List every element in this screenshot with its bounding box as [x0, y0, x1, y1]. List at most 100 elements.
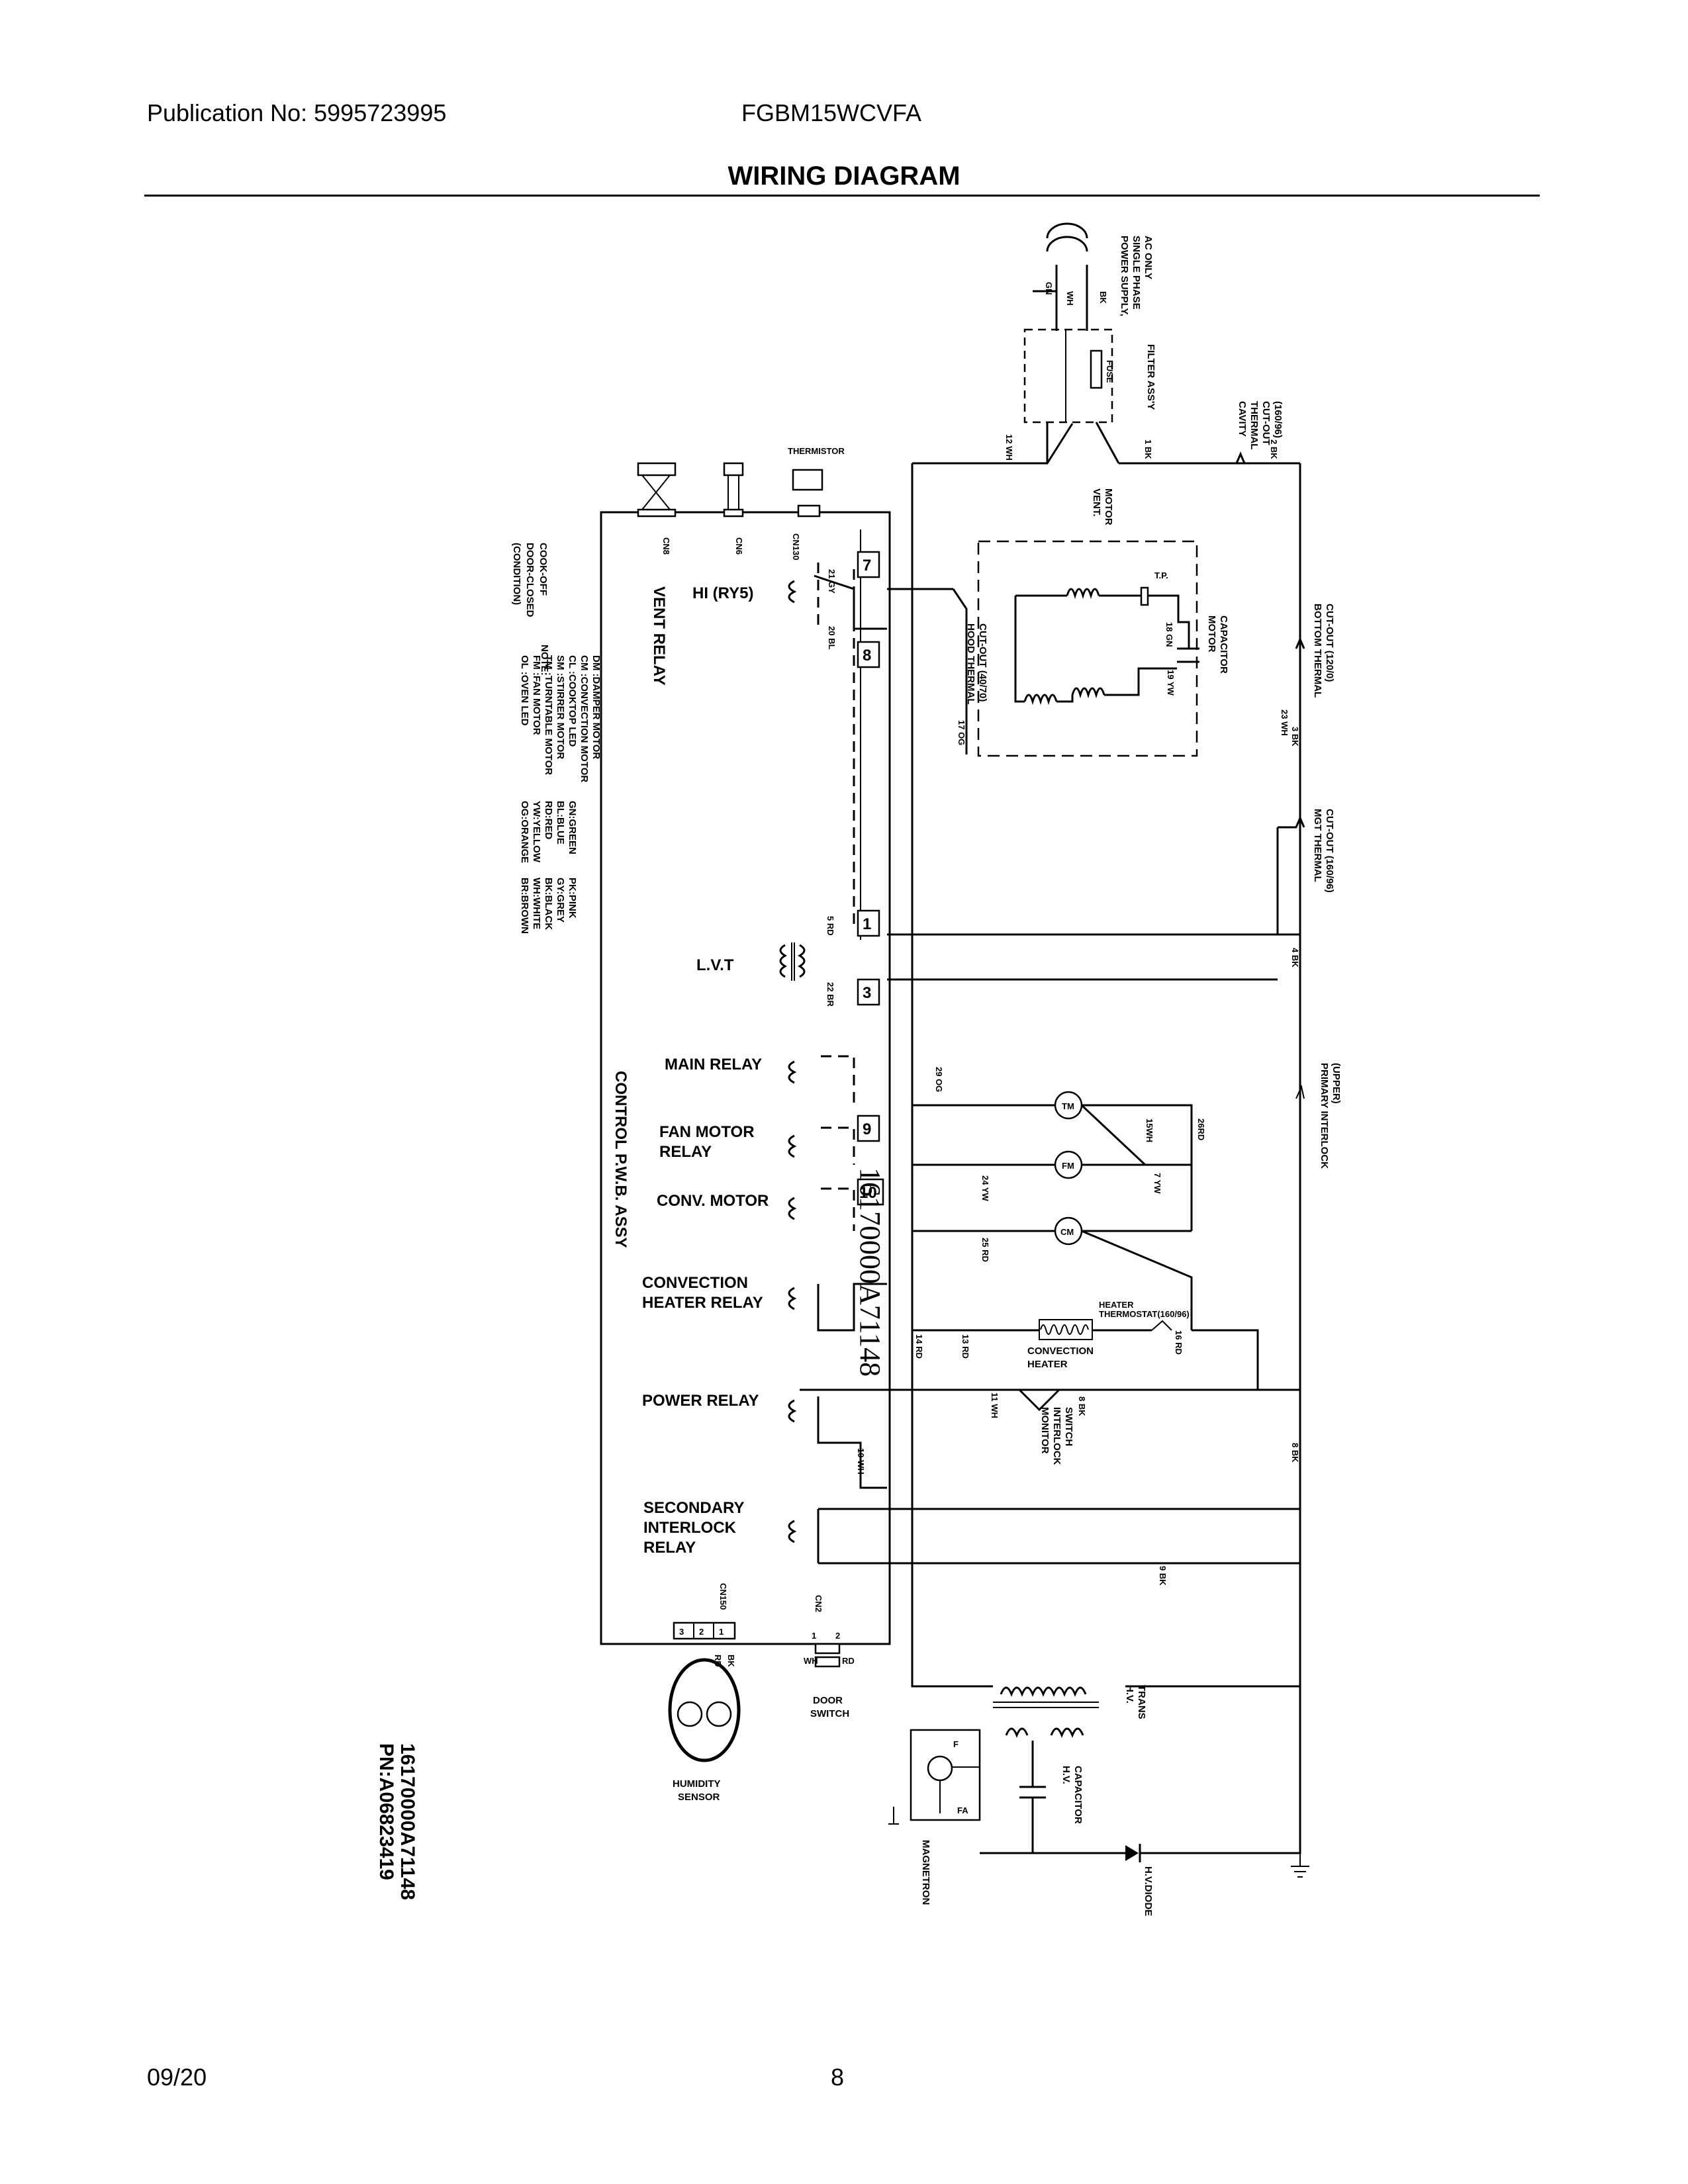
terminal-9: 9	[857, 1115, 880, 1142]
svg-text:BK: BK	[1098, 291, 1108, 304]
svg-text:15WH: 15WH	[1145, 1118, 1154, 1142]
svg-text:NOTE:: NOTE:	[539, 645, 550, 676]
convection-heater: HEATER THERMOSTAT(160/96) CONVECTION HEA…	[1027, 1300, 1190, 1370]
svg-text:7: 7	[863, 557, 871, 574]
right-protection-devices: BOTTOM THERMAL CUT-OUT (120/0) 23 WH 3 B…	[1158, 604, 1342, 1586]
page-title: WIRING DIAGRAM	[727, 161, 961, 191]
relay-secondary-interlock: SECONDARY INTERLOCK RELAY	[643, 1499, 820, 1563]
overprint-part-number: 16170000A71148	[854, 1167, 886, 1377]
svg-text:BOTTOM THERMAL CUT-OUT (: BOTTOM THERMAL CUT-OUT (120/0)	[1312, 604, 1335, 700]
svg-text:8 BK: 8 BK	[1290, 1443, 1300, 1463]
svg-text:T.P.: T.P.	[1154, 570, 1168, 580]
svg-text:CM: CM	[1060, 1227, 1074, 1237]
svg-text:9 BK: 9 BK	[1158, 1566, 1168, 1586]
svg-text:22 BR: 22 BR	[825, 982, 835, 1007]
svg-text:H.V. CAPACITOR: H.V. CAPACITOR	[1060, 1766, 1084, 1824]
svg-text:HEATER: HEATER	[1027, 1359, 1068, 1370]
svg-text:WH: WH	[804, 1656, 818, 1666]
svg-text:MGT THERMAL CUT-OUT (160: MGT THERMAL CUT-OUT (160/96)	[1312, 809, 1335, 893]
motor-fm: FM 7 YW	[1054, 1150, 1192, 1194]
svg-text:POWER RELAY: POWER RELAY	[642, 1392, 759, 1410]
svg-text:8: 8	[863, 647, 871, 664]
svg-text:THERMISTOR: THERMISTOR	[788, 446, 845, 456]
svg-text:L.V.T: L.V.T	[696, 956, 734, 974]
svg-text:SWITCH: SWITCH	[810, 1708, 849, 1719]
svg-text:21 GY: 21 GY	[827, 569, 837, 594]
svg-text:3 BK: 3 BK	[1290, 727, 1300, 747]
svg-text:1: 1	[719, 1627, 724, 1637]
svg-text:25 RD: 25 RD	[980, 1238, 990, 1262]
svg-text:3: 3	[863, 984, 871, 1002]
svg-text:2: 2	[835, 1631, 840, 1641]
filter-assy: FUSE FILTER ASS'Y 12 WH 1 BK	[1004, 328, 1156, 464]
svg-text:10: 10	[859, 1184, 877, 1202]
svg-text:BR:BROWN WH:WHITE: BR:BROWN WH:WHITE BK:BLACK GY:GREY PK:PI…	[519, 878, 578, 936]
svg-text:14 RD: 14 RD	[914, 1334, 924, 1359]
humidity-sensor: CN150 3 2 1 RD BK HUMIDITY SENSOR	[668, 1583, 741, 1803]
svg-text:RELAY: RELAY	[643, 1539, 696, 1557]
svg-text:BK: BK	[726, 1655, 736, 1667]
svg-text:HI (RY5): HI (RY5)	[692, 584, 753, 602]
page-number: 8	[831, 2064, 845, 2091]
svg-text:7 YW: 7 YW	[1152, 1173, 1162, 1194]
fuse	[1090, 349, 1103, 389]
svg-text:PN:A06823419 16170000A71: PN:A06823419 16170000A71148	[375, 1743, 418, 1900]
svg-text:PRIMARY INTERLOCK (UPPER: PRIMARY INTERLOCK (UPPER)	[1319, 1063, 1342, 1171]
svg-text:MAGNETRON: MAGNETRON	[920, 1840, 931, 1905]
control-pwb-label: CONTROL P.W.B. ASSY	[612, 1071, 630, 1248]
svg-text:H.V. TRANS: H.V. TRANS	[1124, 1685, 1147, 1719]
svg-text:26RD: 26RD	[1196, 1118, 1206, 1140]
motor-cm: CM	[1054, 1216, 1193, 1330]
svg-text:23 WH: 23 WH	[1280, 709, 1289, 736]
svg-text:1: 1	[812, 1631, 816, 1641]
svg-text:CN8: CN8	[661, 537, 671, 555]
control-pwb-outline	[600, 511, 891, 1645]
svg-text:HEATER: HEATER	[1099, 1300, 1134, 1310]
connector-cn8: CN8	[637, 462, 677, 555]
svg-text:9: 9	[863, 1120, 871, 1138]
svg-text:FA: FA	[957, 1805, 968, 1815]
terminal-7: 7	[857, 551, 880, 578]
svg-text:RD: RD	[842, 1656, 855, 1666]
svg-text:8 BK: 8 BK	[1077, 1396, 1087, 1416]
svg-text:12 WH: 12 WH	[1004, 434, 1014, 461]
hv-capacitor: H.V. CAPACITOR	[1019, 1741, 1084, 1853]
svg-text:1 BK: 1 BK	[1143, 439, 1153, 459]
model-number: FGBM15WCVFA	[741, 99, 922, 126]
condition-note: (CONDITION) DOOR-CLOSED COOK-OFF	[511, 543, 549, 617]
svg-text:2 BK: 2 BK	[1269, 439, 1279, 459]
svg-text:13 RD: 13 RD	[961, 1334, 970, 1359]
svg-text:INTERLOCK: INTERLOCK	[643, 1519, 737, 1537]
svg-text:FUSE: FUSE	[1105, 360, 1115, 383]
svg-text:F: F	[953, 1739, 959, 1749]
svg-text:3: 3	[679, 1627, 684, 1637]
svg-text:MAIN RELAY: MAIN RELAY	[665, 1056, 762, 1073]
footer-date: 09/20	[147, 2064, 207, 2091]
terminal-1: 1	[857, 909, 880, 937]
svg-text:18 GN: 18 GN	[1164, 622, 1174, 647]
svg-text:RELAY: RELAY	[659, 1143, 712, 1161]
svg-text:VENT. MOTOR: VENT. MOTOR	[1091, 488, 1114, 525]
relay-convection-heater: CONVECTION HEATER RELAY	[642, 1274, 887, 1332]
svg-text:GN: GN	[1044, 282, 1054, 295]
terminal-3: 3	[857, 978, 880, 1006]
cavity-thermal-cutout: CAVITY THERMAL CUT-OUT (160/96) 2 BK	[1229, 401, 1284, 465]
svg-text:CN130: CN130	[791, 533, 801, 560]
svg-text:CAVITY THERMAL CUT: CAVITY THERMAL CUT-OUT (160/96)	[1237, 401, 1284, 452]
relay-lvt: L.V.T 5 RD 22 BR	[696, 916, 835, 1007]
svg-text:CONVECTION: CONVECTION	[642, 1274, 748, 1292]
svg-text:SECONDARY: SECONDARY	[643, 1499, 744, 1517]
svg-text:19 YW: 19 YW	[1166, 670, 1176, 696]
main-rails	[800, 423, 1301, 1688]
svg-text:29 OG: 29 OG	[934, 1067, 944, 1092]
monitor-interlock-switch: 11 WH 8 BK MONITOR INTERLOCK SWITCH	[990, 1388, 1087, 1468]
svg-text:HEATER RELAY: HEATER RELAY	[642, 1294, 763, 1312]
vent-motor-assembly: VENT. MOTOR T.P. MOTOR CAPACITOR 18 GN 1…	[957, 488, 1229, 757]
hood-thermal-label: HOOD THERMAL CUT-OUT (40/70)	[965, 623, 988, 707]
svg-text:CONV. MOTOR: CONV. MOTOR	[657, 1192, 769, 1210]
filter-label: FILTER ASS'Y	[1145, 344, 1156, 410]
svg-text:MONITOR INTERLOCK: MONITOR INTERLOCK SWITCH	[1039, 1407, 1074, 1468]
publication-number: Publication No: 5995723995	[147, 99, 447, 126]
motor-tm: TM 15WH 26RD	[1054, 1091, 1206, 1231]
